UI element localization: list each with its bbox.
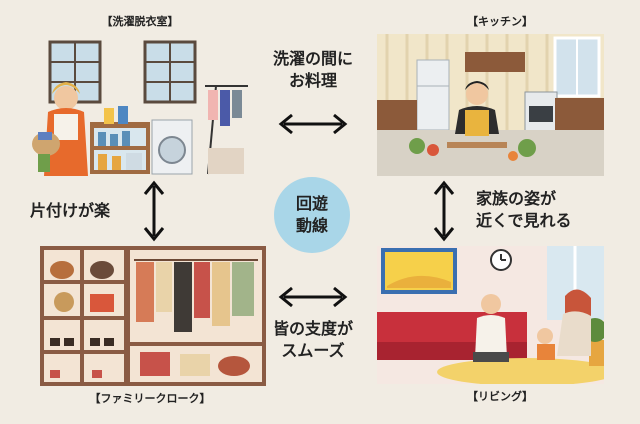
bottom-link-caption: 皆の支度が スムーズ	[263, 318, 363, 362]
bottom-link-line-2: スムーズ	[281, 341, 345, 360]
circulation-flow-badge: 回遊 動線	[274, 177, 350, 253]
kitchen-title: 【キッチン】	[467, 15, 533, 28]
top-link-caption: 洗濯の間に お料理	[263, 48, 363, 92]
family-closet-title: 【ファミリークローク】	[89, 392, 211, 405]
top-link-line-2: お料理	[288, 71, 337, 90]
right-link-caption: 家族の姿が 近くで見れる	[476, 188, 586, 232]
kitchen-living-arrow	[433, 180, 455, 242]
living-room-illustration	[377, 246, 604, 384]
left-link-caption: 片付けが楽	[30, 201, 111, 220]
center-line-1: 回遊	[295, 194, 328, 213]
right-link-line-2: 近くで見れる	[476, 211, 572, 230]
laundry-room-title: 【洗濯脱衣室】	[101, 15, 179, 28]
laundry-room-illustration	[30, 36, 250, 176]
bottom-link-line-1: 皆の支度が	[272, 319, 353, 338]
family-closet-illustration	[40, 246, 266, 386]
closet-living-arrow	[278, 286, 348, 308]
laundry-closet-arrow	[143, 180, 165, 242]
living-room-title: 【リビング】	[467, 390, 533, 403]
top-link-line-1: 洗濯の間に	[272, 49, 353, 68]
center-line-2: 動線	[295, 216, 328, 235]
laundry-kitchen-arrow	[278, 113, 348, 135]
kitchen-illustration	[377, 34, 604, 176]
right-link-line-1: 家族の姿が	[476, 189, 557, 208]
